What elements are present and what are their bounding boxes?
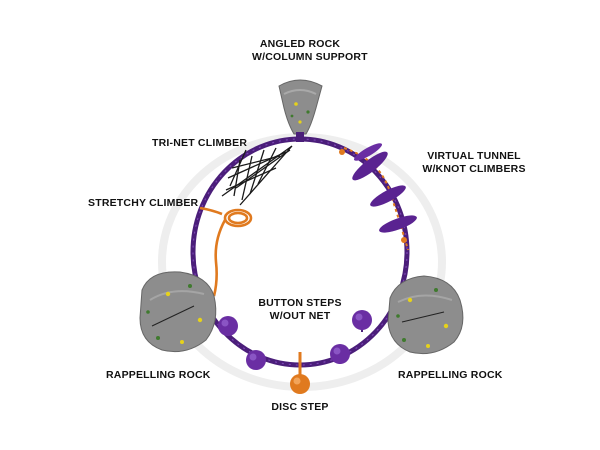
stretchy-climber [199,206,253,297]
label-angled-rock: ANGLED ROCK W/COLUMN SUPPORT [252,38,368,64]
label-tri-net-climber: TRI-NET CLIMBER [152,137,247,150]
tri-net-climber [221,145,293,206]
purple-ring-highlight [192,138,408,366]
label-rappelling-rock-left: RAPPELLING ROCK [106,369,211,382]
button-steps [218,310,372,370]
label-stretchy-climber: STRETCHY CLIMBER [88,197,198,210]
angled-rock [278,79,323,142]
rappelling-rock-right [387,275,464,355]
disc-step [290,352,310,394]
label-disc-step: DISC STEP [270,401,330,414]
label-button-steps: BUTTON STEPS W/OUT NET [252,297,348,323]
label-angled-rock-line1: ANGLED ROCK [259,38,341,50]
label-virtual-tunnel-line1: VIRTUAL TUNNEL [427,150,521,162]
label-disc-step-text: DISC STEP [271,401,329,413]
label-rappelling-left-text: RAPPELLING ROCK [106,369,211,381]
label-virtual-tunnel: VIRTUAL TUNNEL W/KNOT CLIMBERS [422,150,526,176]
rappelling-rock-left [139,271,217,353]
label-rappelling-rock-right: RAPPELLING ROCK [398,369,503,382]
label-tri-net-text: TRI-NET CLIMBER [152,137,248,149]
label-button-steps-line2: W/OUT NET [269,310,331,322]
ground-shadow [158,133,446,391]
label-angled-rock-line2: W/COLUMN SUPPORT [252,51,368,63]
label-stretchy-text: STRETCHY CLIMBER [88,197,199,209]
virtual-tunnel [339,143,417,251]
label-virtual-tunnel-line2: W/KNOT CLIMBERS [422,163,526,175]
label-button-steps-line1: BUTTON STEPS [258,297,342,309]
label-rappelling-right-text: RAPPELLING ROCK [398,369,503,381]
